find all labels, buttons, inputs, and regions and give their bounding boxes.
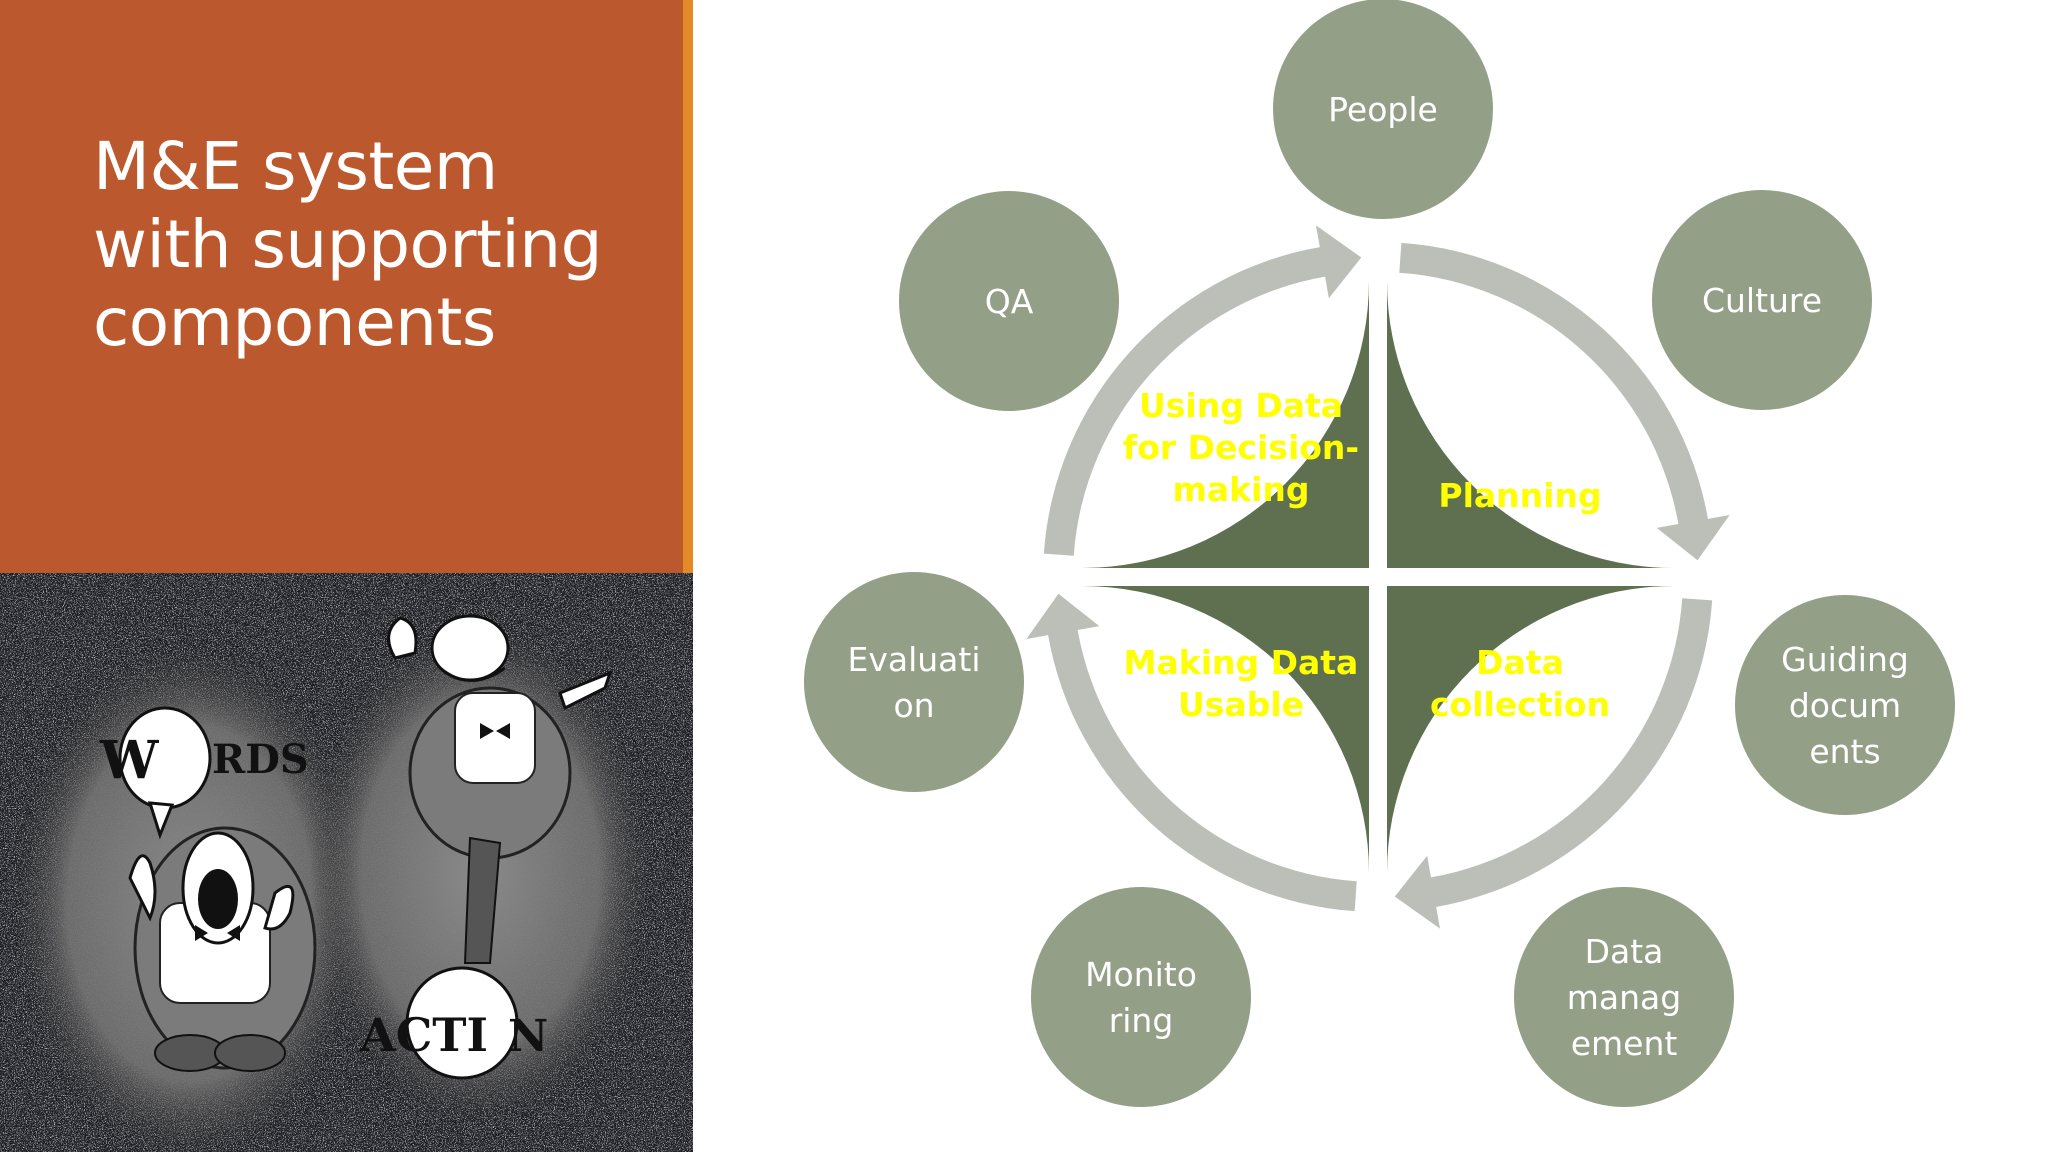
component-label-line: Guiding [1781, 640, 1909, 679]
quadrant-label-line: collection [1430, 685, 1610, 724]
quadrant-label-line: for Decision- [1123, 428, 1359, 467]
component-circle-evaluation [804, 572, 1024, 792]
component-label-people: People [1328, 90, 1438, 129]
title-line: with supporting [93, 206, 602, 283]
component-label-line: manag [1567, 978, 1681, 1017]
component-circle-culture [1652, 190, 1872, 410]
quadrant-label-line: Planning [1438, 476, 1601, 515]
quadrant-label-line: Usable [1178, 685, 1304, 724]
right-bubble-letter: ACTI [359, 1008, 488, 1062]
component-label-line: Evaluati [847, 640, 980, 679]
component-label-line: People [1328, 90, 1438, 129]
quadrant-making-data-usable [1082, 586, 1369, 873]
shouting-figure: W RDS [99, 706, 317, 1072]
left-bubble-letter: RDS [212, 736, 309, 783]
component-label-culture: Culture [1702, 281, 1822, 320]
component-label-monitoring: Monito ring [1085, 955, 1197, 1040]
component-label-line: ents [1809, 732, 1880, 771]
title-line: components [93, 284, 496, 361]
slide-title: M&E system with supporting components [93, 128, 673, 362]
component-circle-guiding-documents [1735, 595, 1955, 815]
cycle-arrow-segment [1394, 598, 1713, 929]
component-circle-qa [899, 191, 1119, 411]
quadrant-planning [1387, 281, 1674, 568]
component-label-data-management: Data manag ement [1567, 932, 1681, 1063]
balancing-figure: ACTI N [359, 614, 613, 1080]
component-label-qa: QA [985, 282, 1034, 321]
component-label-line: ring [1109, 1001, 1174, 1040]
quadrant-label-line: Using Data [1139, 386, 1343, 425]
cycle-arrow-segment [1399, 242, 1730, 561]
cycle-arrow-segment [1026, 593, 1357, 912]
component-label-line: docum [1789, 686, 1901, 725]
component-circle-monitoring [1031, 887, 1251, 1107]
left-bubble-letter: W [99, 730, 160, 791]
title-panel: M&E system with supporting components [0, 0, 683, 573]
component-label-line: QA [985, 282, 1034, 321]
component-label-guiding-documents: Guiding docum ents [1781, 640, 1909, 771]
title-line: M&E system [93, 128, 498, 205]
quadrant-label-planning: Planning [1438, 476, 1601, 515]
accent-strip [683, 0, 693, 573]
component-label-line: ement [1571, 1024, 1678, 1063]
quadrant-data-collection [1387, 586, 1674, 873]
quadrant-using-data [1082, 281, 1369, 568]
halo-grain [0, 573, 693, 1152]
component-label-evaluation: Evaluati on [847, 640, 980, 725]
component-label-line: Culture [1702, 281, 1822, 320]
quadrant-label-line: making [1172, 470, 1309, 509]
quadrant-label-line: Making Data [1124, 643, 1359, 682]
cartoon-illustration: W RDS ACTI N [0, 573, 693, 1152]
component-circle-people [1273, 0, 1493, 219]
right-bubble-letter: N [508, 1011, 548, 1062]
quadrant-label-line: Data [1476, 643, 1564, 682]
component-label-line: Data [1585, 932, 1664, 971]
cycle-arrow-segment [1043, 225, 1362, 556]
cycle-arrow-ring [1026, 225, 1730, 929]
component-label-line: on [893, 686, 934, 725]
component-label-line: Monito [1085, 955, 1197, 994]
component-circle-data-management [1514, 887, 1734, 1107]
